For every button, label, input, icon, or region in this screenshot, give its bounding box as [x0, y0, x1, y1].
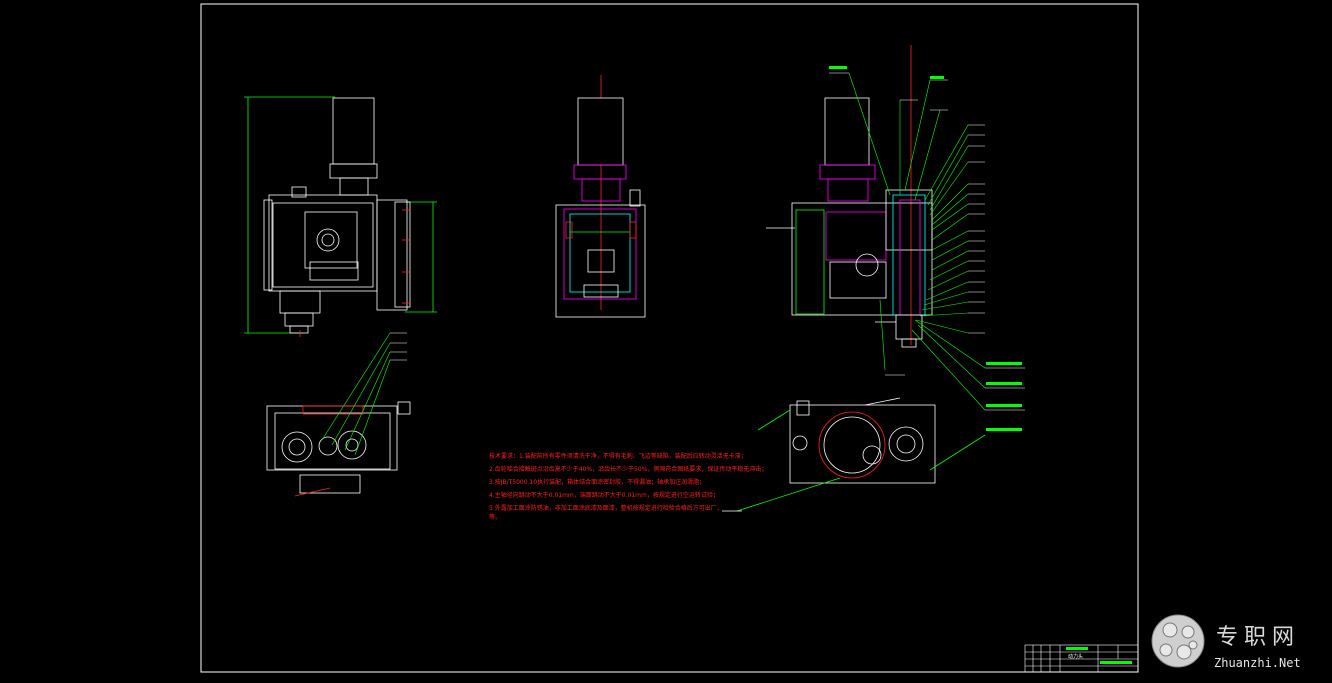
- title-block: 动力头: [1024, 644, 1139, 673]
- watermark-en: Zhuanzhi.Net: [1214, 656, 1301, 670]
- title-block-label: 动力头: [1068, 653, 1083, 660]
- note-line-1: 技术要求：1.装配前所有零件须清洗干净，不得有毛刺、飞边等缺陷，装配后应转动灵活…: [489, 452, 747, 460]
- motor: [332, 97, 375, 165]
- motor: [577, 97, 624, 166]
- note-line-6: 等。: [489, 513, 501, 521]
- watermark-ball-icon: [1151, 614, 1205, 668]
- note-line-5: 5.外露加工面涂防锈油，非加工面涂底漆及面漆，整机按规定进行检验合格后方可出厂，: [489, 504, 723, 512]
- section-view-middle: [555, 75, 646, 318]
- note-line-3: 3.按JB/T5000.10执行装配，箱体结合面涂密封胶，不得漏油；轴承加注润滑…: [489, 478, 705, 486]
- motor: [824, 97, 870, 166]
- watermark-cn: 专职网: [1216, 625, 1300, 650]
- note-line-2: 2.齿轮啮合接触斑点沿齿高不少于40%，沿齿长不少于50%，侧隙符合图纸要求，保…: [489, 465, 767, 473]
- section-view-right: [766, 45, 1025, 431]
- note-line-4: 4.主轴径向跳动不大于0.01mm，端面跳动不大于0.01mm，按规定进行空运转…: [489, 491, 719, 499]
- top-view-right: [722, 397, 986, 512]
- drawing-frame: [200, 3, 1139, 673]
- watermark: 专职网 Zhuanzhi.Net: [1151, 614, 1301, 670]
- technical-notes: 技术要求：1.装配前所有零件须清洗干净，不得有毛刺、飞边等缺陷，装配后应转动灵活…: [489, 452, 767, 521]
- top-view-left: [266, 332, 411, 497]
- front-view: [244, 96, 437, 337]
